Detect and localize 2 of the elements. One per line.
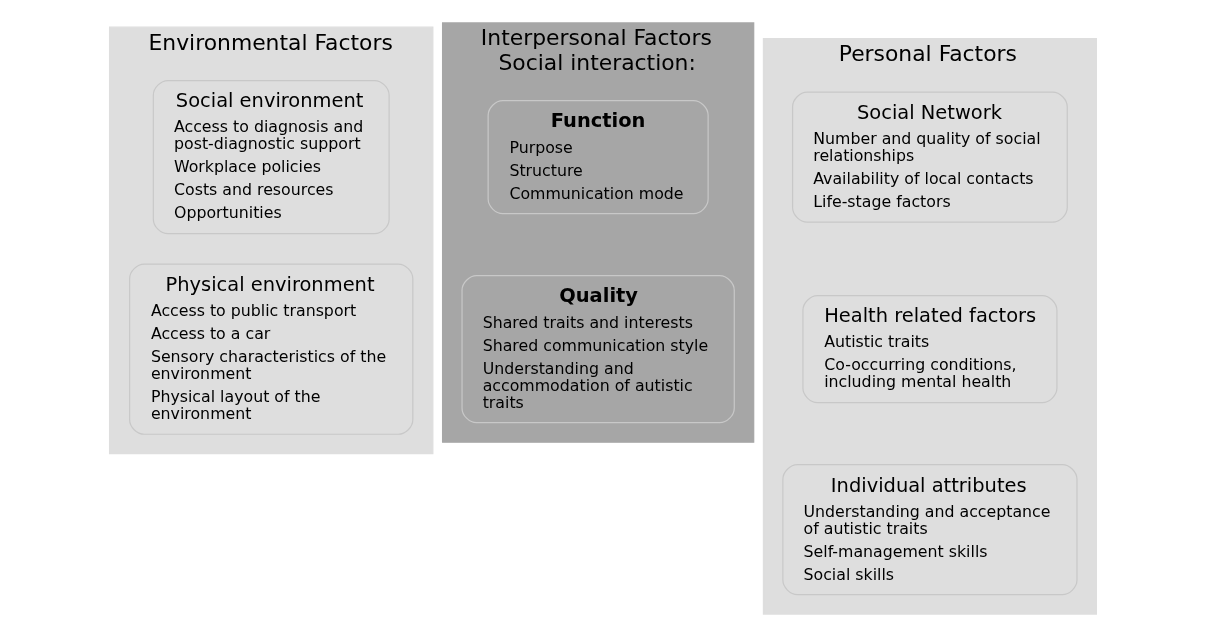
node-box: Function Purpose Structure Communication mode bbox=[487, 100, 709, 215]
node-box: Quality Shared traits and interests Shared communication style Understanding and accommodation of autistic traits bbox=[461, 275, 735, 424]
